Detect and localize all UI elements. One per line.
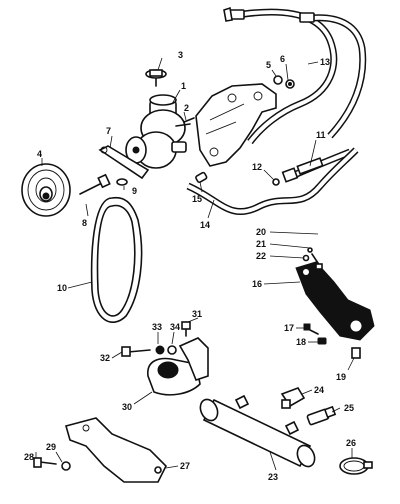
callout-10: 10 bbox=[57, 283, 67, 293]
callout-28: 28 bbox=[24, 452, 34, 462]
callout-26: 26 bbox=[346, 438, 356, 448]
callout-31: 31 bbox=[192, 309, 202, 319]
callout-12: 12 bbox=[252, 162, 262, 172]
callout-27: 27 bbox=[180, 461, 190, 471]
callout-21: 21 bbox=[256, 239, 266, 249]
callout-29: 29 bbox=[46, 442, 56, 452]
callout-5: 5 bbox=[266, 60, 271, 70]
pump-brace bbox=[98, 145, 150, 180]
bolt-28-29 bbox=[33, 457, 71, 471]
callout-20: 20 bbox=[256, 227, 266, 237]
callout-16: 16 bbox=[252, 279, 262, 289]
callout-2: 2 bbox=[184, 103, 189, 113]
leader-lines bbox=[35, 57, 355, 471]
hardware-20-22 bbox=[302, 247, 323, 270]
power-steering-pump bbox=[125, 94, 191, 169]
callout-3: 3 bbox=[178, 50, 183, 60]
hose-clamp-26 bbox=[339, 457, 373, 475]
hose-13 bbox=[223, 6, 367, 145]
drive-belt bbox=[90, 196, 143, 323]
spacer-19 bbox=[351, 347, 361, 359]
fitting-24 bbox=[280, 387, 306, 409]
callout-4: 4 bbox=[37, 149, 42, 159]
callout-34: 34 bbox=[170, 322, 180, 332]
callout-6: 6 bbox=[280, 54, 285, 64]
bracket-16 bbox=[295, 261, 375, 341]
callout-17: 17 bbox=[284, 323, 294, 333]
pump-bracket bbox=[195, 83, 277, 167]
callout-30: 30 bbox=[122, 402, 132, 412]
callout-11: 11 bbox=[316, 130, 326, 140]
callout-23: 23 bbox=[268, 472, 278, 482]
bolt-2 bbox=[183, 117, 195, 123]
callout-33: 33 bbox=[152, 322, 162, 332]
callout-24: 24 bbox=[314, 385, 324, 395]
fitting-12 bbox=[272, 178, 280, 186]
pulley bbox=[21, 163, 71, 217]
callout-labels: 1 2 3 4 5 6 7 8 9 10 11 12 13 14 15 16 1… bbox=[24, 50, 356, 482]
callout-25: 25 bbox=[344, 403, 354, 413]
callout-7: 7 bbox=[106, 126, 111, 136]
callout-13: 13 bbox=[320, 57, 330, 67]
callout-18: 18 bbox=[296, 337, 306, 347]
fitting-25 bbox=[306, 405, 337, 426]
callout-22: 22 bbox=[256, 251, 266, 261]
callout-14: 14 bbox=[200, 220, 210, 230]
hose-11 bbox=[281, 148, 352, 183]
callout-1: 1 bbox=[181, 81, 186, 91]
hose-14 bbox=[186, 147, 359, 215]
fittings-5-6 bbox=[273, 75, 295, 89]
reservoir-cap bbox=[145, 69, 167, 87]
callout-19: 19 bbox=[336, 372, 346, 382]
bracket-30 bbox=[147, 321, 209, 396]
callout-9: 9 bbox=[132, 186, 137, 196]
callout-15: 15 bbox=[192, 194, 202, 204]
fitting-15 bbox=[195, 171, 208, 184]
nut-18 bbox=[317, 337, 327, 345]
bracket-27 bbox=[65, 417, 167, 483]
washer-9 bbox=[116, 178, 128, 186]
oil-cooler bbox=[199, 394, 316, 468]
bolt-17 bbox=[303, 323, 319, 335]
bolt-8 bbox=[79, 173, 111, 195]
callout-32: 32 bbox=[100, 353, 110, 363]
bolt-32-34 bbox=[121, 345, 177, 357]
callout-8: 8 bbox=[82, 218, 87, 228]
